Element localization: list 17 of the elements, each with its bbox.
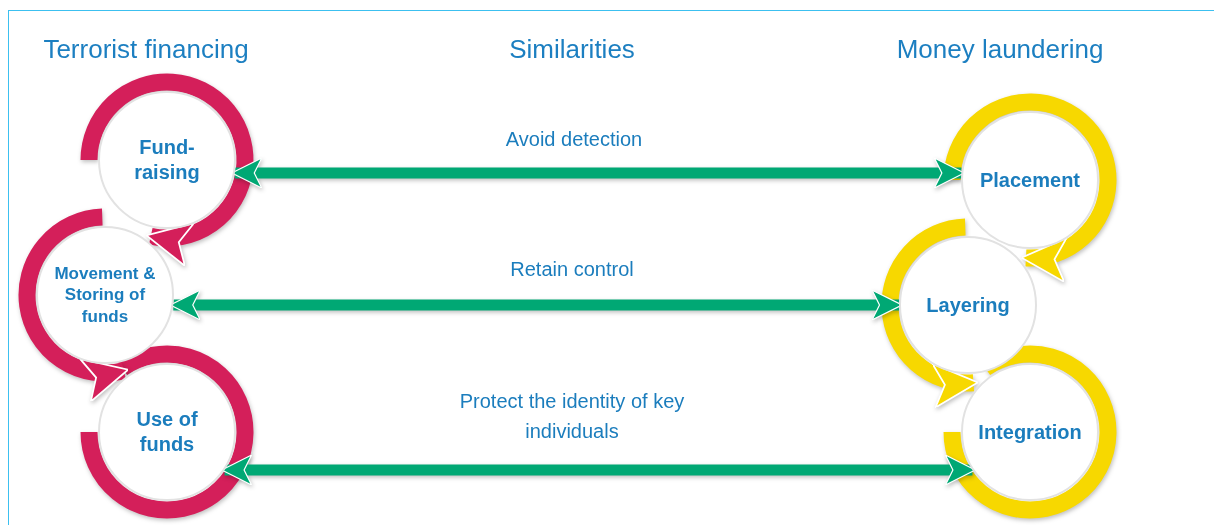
step-label: Use of funds — [135, 407, 199, 457]
step-label: Integration — [977, 419, 1083, 445]
edge-label: Protect the identity of key individuals — [458, 389, 686, 444]
curved-arrow — [80, 73, 254, 265]
curved-arrow — [881, 218, 979, 406]
double-arrow — [221, 454, 976, 486]
step-label: Movement & Storing of funds — [53, 263, 157, 327]
edge-label: Avoid detection — [504, 127, 644, 152]
column-heading: Terrorist financing — [43, 34, 249, 65]
step-label: Layering — [925, 292, 1011, 318]
column-heading: Money laundering — [896, 34, 1104, 65]
column-heading: Similarities — [509, 34, 635, 65]
curved-arrow — [18, 208, 130, 401]
step-label: Placement — [978, 167, 1082, 193]
step-label: Fund- raising — [133, 135, 201, 185]
curved-arrow — [943, 93, 1117, 281]
edge-label: Retain control — [509, 257, 635, 282]
